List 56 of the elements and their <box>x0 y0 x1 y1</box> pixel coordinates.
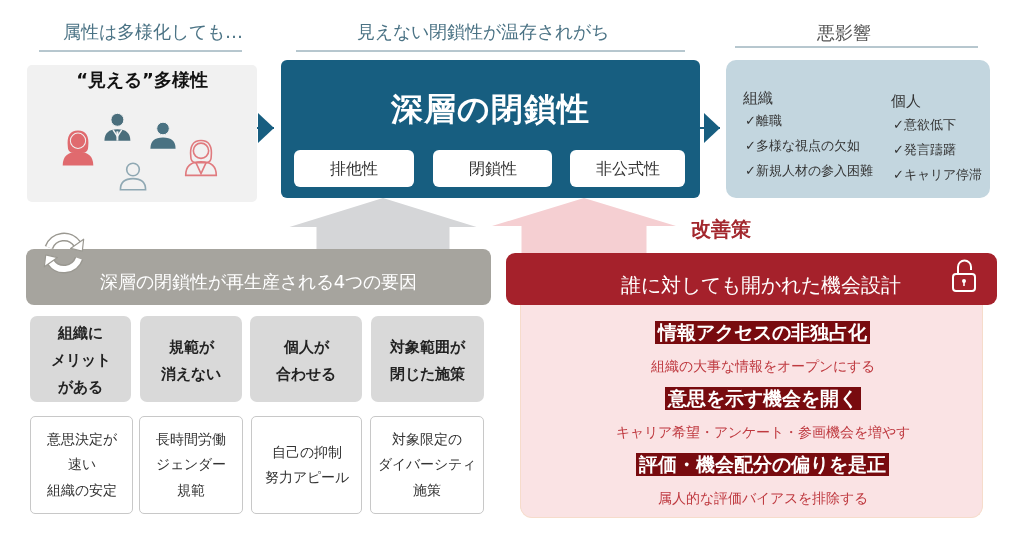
example-text: 努力アピール <box>264 468 349 487</box>
example-card <box>30 416 133 514</box>
factor-label: 組織にメリットがある <box>49 323 112 398</box>
banner-title: 誰に対しても開かれた機会設計 <box>620 272 901 298</box>
section-heading: 見えない閉鎖性が温存されがち <box>357 20 609 43</box>
section-label: 改善策 <box>691 216 751 242</box>
example-card <box>251 416 362 514</box>
factor-card <box>140 316 242 402</box>
section-heading: 悪影響 <box>817 21 871 44</box>
checklist-item: ✓意欲低下 <box>893 116 956 134</box>
factor-card <box>250 316 362 402</box>
trait-card <box>294 150 414 187</box>
block-arrow <box>289 198 477 249</box>
example-text: 対象限定のダイバーシティ施策 <box>377 429 477 500</box>
solution-banner <box>506 253 997 305</box>
trait-label: 非公式性 <box>595 157 660 180</box>
highlighted-heading: 評価・機会配分の偏りを是正 <box>636 453 889 476</box>
trait-card <box>433 150 552 187</box>
factor-label: 個人が合わせる <box>275 336 337 385</box>
description-text: 組織の大事な情報をオープンにする <box>650 356 875 376</box>
impact-panel <box>726 60 990 198</box>
description-text: キャリア希望・アンケート・参画機会を増やす <box>615 422 910 442</box>
solution-panel <box>520 305 983 518</box>
description-text: 属人的な評価バイアスを排除する <box>657 488 868 508</box>
highlighted-heading: 情報アクセスの非独占化 <box>655 321 870 344</box>
factor-card <box>371 316 484 402</box>
chevron-arrow <box>256 113 275 143</box>
banner-title: 深層の閉鎖性が再生産される4つの要因 <box>99 270 418 294</box>
checklist-item: ✓新規人材の参入困難 <box>745 162 873 180</box>
section-heading: 属性は多様化しても… <box>63 20 243 43</box>
group-heading: 組織 <box>743 89 773 108</box>
factor-label: 規範が消えない <box>160 336 222 385</box>
example-text: 意思決定が速い <box>45 429 118 475</box>
panel-title: 深層の閉鎖性 <box>391 89 590 129</box>
chevron-arrow <box>699 113 721 143</box>
example-card <box>139 416 243 514</box>
group-heading: 個人 <box>891 92 921 111</box>
example-text: 自己の抑制 <box>271 442 342 462</box>
checklist-item: ✓離職 <box>745 112 782 130</box>
panel-title: “見える”多様性 <box>76 68 208 92</box>
checklist-item: ✓多様な視点の欠如 <box>745 137 860 155</box>
highlighted-heading: 意思を示す機会を開く <box>664 387 861 410</box>
factor-label: 対象範囲が閉じた施策 <box>389 336 467 385</box>
trait-card <box>570 150 685 187</box>
factor-card <box>30 316 131 402</box>
trait-label: 排他性 <box>330 157 378 180</box>
diversity-panel <box>27 65 257 202</box>
checklist-item: ✓キャリア停滞 <box>893 166 982 184</box>
example-text: ジェンダー規範 <box>155 455 227 500</box>
block-arrow <box>492 198 676 253</box>
trait-label: 閉鎖性 <box>468 157 517 180</box>
closedness-panel <box>281 60 700 198</box>
checklist-item: ✓発言躊躇 <box>893 141 956 159</box>
example-text: 長時間労働 <box>156 429 226 449</box>
example-text: 組織の安定 <box>46 480 117 500</box>
example-card <box>370 416 484 514</box>
